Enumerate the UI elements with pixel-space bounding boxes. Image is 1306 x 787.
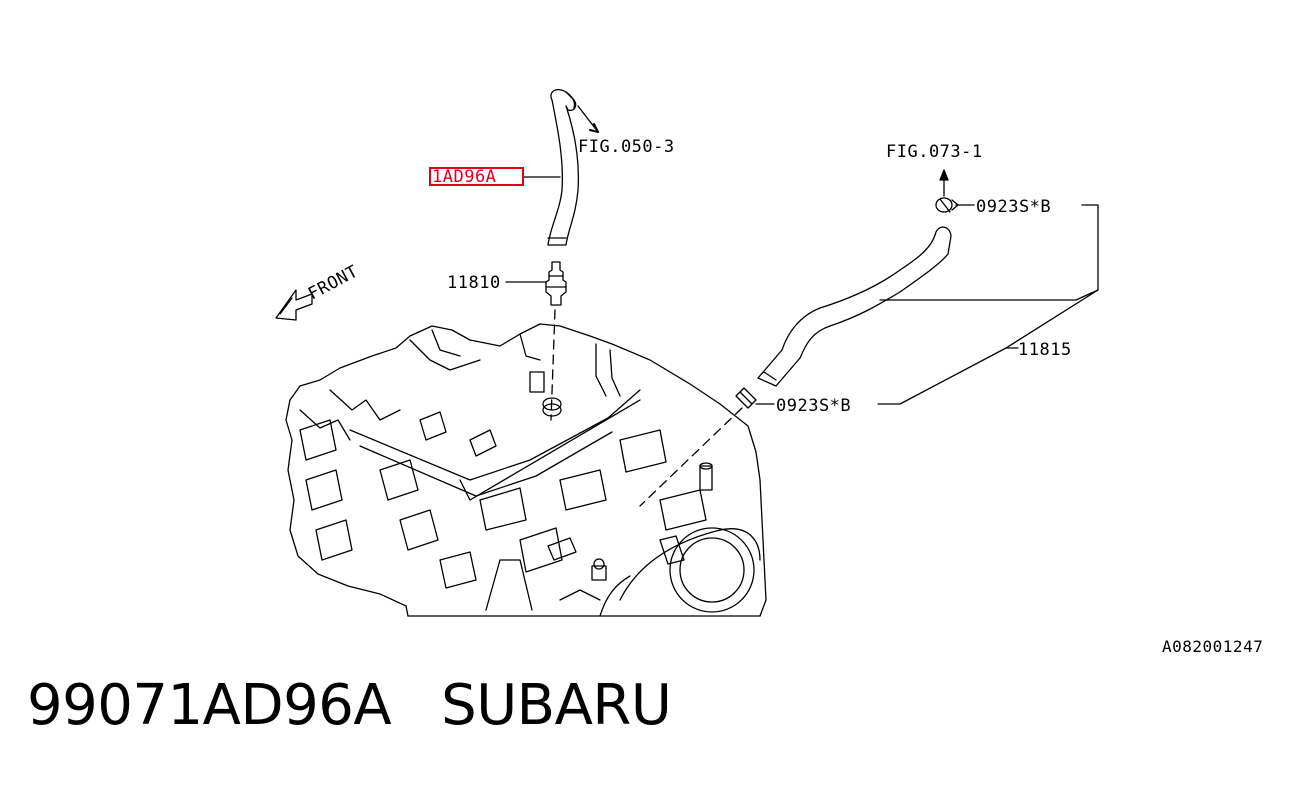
lower-hose [757,226,952,387]
highlight-box [429,167,524,186]
part-caption: 99071AD96A SUBARU [27,673,672,738]
part-number: 99071AD96A [27,673,392,738]
pcv-valve [545,261,567,306]
callout-1ad96a: 1AD96A [432,167,496,187]
image-id: A082001247 [1162,637,1263,656]
callout-fig-073: FIG.073-1 [886,142,983,162]
front-arrow [275,289,313,321]
callout-11810: 11810 [447,273,501,293]
clamp-lower [735,387,757,409]
callout-fig-050: FIG.050-3 [578,137,675,157]
callout-0923s-upper: 0923S*B [976,197,1051,217]
callout-11815: 11815 [1018,340,1072,360]
clamp-upper [935,197,959,213]
brand-name: SUBARU [441,673,672,738]
front-label: FRONT [305,262,362,305]
upper-hose [547,88,580,246]
engine-cylinder-head [285,323,767,617]
callout-0923s-lower: 0923S*B [776,396,851,416]
